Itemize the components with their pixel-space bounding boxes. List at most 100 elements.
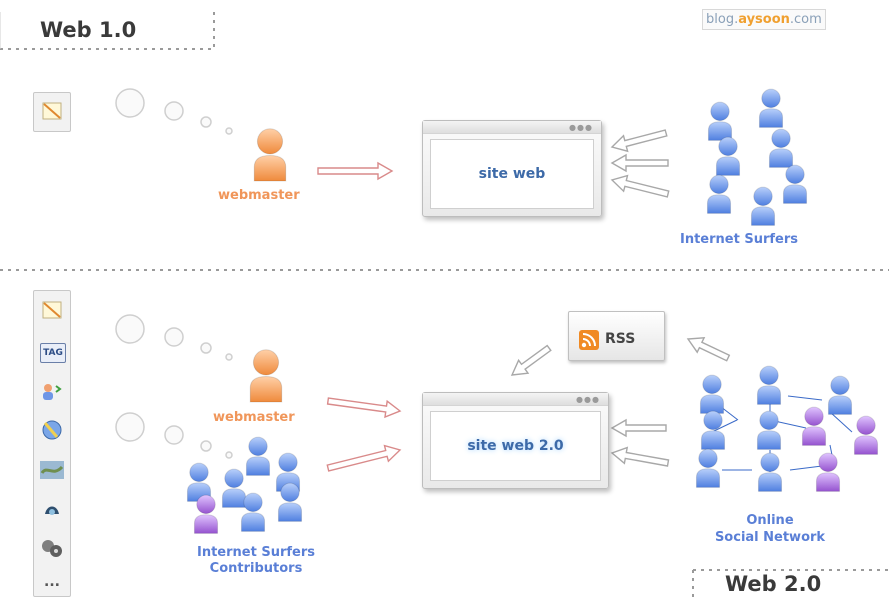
window-controls-icon: ●●● bbox=[576, 395, 600, 404]
web2-site-label: site web 2.0 bbox=[467, 438, 564, 454]
surfer-icon bbox=[768, 128, 794, 168]
map-tool-icon bbox=[38, 459, 66, 481]
network-member-icon bbox=[827, 375, 853, 415]
person-head bbox=[759, 410, 779, 431]
contributor-icon bbox=[240, 492, 266, 532]
contributor-icon bbox=[193, 494, 219, 534]
person-body bbox=[827, 395, 853, 415]
web1-site-label: site web bbox=[478, 166, 546, 182]
media-tool-icon bbox=[38, 537, 66, 559]
network-connection bbox=[789, 465, 823, 471]
person-body bbox=[757, 472, 783, 492]
network-member-icon bbox=[699, 374, 725, 414]
web2-webmaster-label: webmaster bbox=[213, 410, 295, 425]
thought-bubble bbox=[164, 425, 184, 445]
network-to-site2-arrow bbox=[610, 418, 667, 438]
person-head bbox=[698, 448, 718, 469]
network-label-line1: Online bbox=[746, 513, 794, 528]
person-body bbox=[756, 385, 782, 405]
contributors-label-line1: Internet Surfers bbox=[197, 545, 315, 560]
network-member-icon bbox=[756, 365, 782, 405]
contributors-label-line2: Contributors bbox=[209, 561, 303, 576]
person-body bbox=[253, 154, 287, 182]
person-body bbox=[245, 456, 271, 476]
person-head bbox=[196, 494, 216, 515]
person-head bbox=[718, 136, 738, 157]
web1-toolbar bbox=[33, 92, 71, 132]
rss-icon bbox=[579, 330, 599, 350]
watermark-brand: aysoon bbox=[738, 12, 790, 27]
person-body bbox=[277, 502, 303, 522]
web2-title: Web 2.0 bbox=[725, 572, 822, 596]
surfer-icon bbox=[715, 136, 741, 176]
web2-toolbar: TAG ... bbox=[33, 290, 71, 597]
network-member-icon bbox=[756, 410, 782, 450]
tag-tool-icon: TAG bbox=[40, 343, 66, 363]
window-titlebar: ●●● bbox=[423, 393, 608, 406]
person-body bbox=[815, 472, 841, 492]
person-head bbox=[856, 415, 876, 436]
person-body bbox=[750, 206, 776, 226]
person-body bbox=[240, 512, 266, 532]
network-member-icon bbox=[853, 415, 879, 455]
person-head bbox=[709, 174, 729, 195]
person-body bbox=[695, 468, 721, 488]
thought-bubble bbox=[225, 353, 233, 361]
surfer-icon bbox=[750, 186, 776, 226]
rss-to-site2-arrow bbox=[510, 344, 552, 376]
person-head bbox=[785, 164, 805, 185]
web1-site-window: ●●● site web bbox=[422, 120, 602, 217]
webmaster-to-site2-arrow bbox=[326, 397, 402, 419]
network-connection bbox=[829, 411, 853, 433]
contributor-icon bbox=[245, 436, 271, 476]
thought-bubble bbox=[115, 88, 145, 118]
person-head bbox=[753, 186, 773, 207]
webmaster-icon bbox=[253, 128, 287, 182]
web1-webmaster-label: webmaster bbox=[218, 188, 300, 203]
network-to-rss-arrow bbox=[686, 337, 731, 362]
note-tool-icon bbox=[38, 299, 66, 321]
webmaster-to-site-arrow bbox=[317, 161, 394, 181]
person-body bbox=[707, 121, 733, 141]
contributors-to-site2-arrow bbox=[326, 444, 402, 472]
more-tools-icon: ... bbox=[44, 574, 60, 590]
person-head bbox=[280, 482, 300, 503]
contributor-icon bbox=[221, 468, 247, 508]
watermark-suffix: .com bbox=[789, 12, 822, 27]
surfer-icon bbox=[706, 174, 732, 214]
thought-bubble bbox=[200, 116, 212, 128]
person-head bbox=[759, 365, 779, 386]
person-body bbox=[768, 148, 794, 168]
person-body bbox=[715, 156, 741, 176]
person-body bbox=[801, 426, 827, 446]
thought-bubble bbox=[164, 101, 184, 121]
person-body bbox=[756, 430, 782, 450]
person-body bbox=[193, 514, 219, 534]
surfer-to-site-arrow bbox=[610, 153, 669, 173]
network-member-icon bbox=[695, 448, 721, 488]
thought-bubble bbox=[200, 342, 212, 354]
window-controls-icon: ●●● bbox=[569, 123, 593, 132]
surfer-to-site-arrow bbox=[610, 129, 668, 153]
person-head bbox=[703, 410, 723, 431]
person-head bbox=[278, 452, 298, 473]
globe-tool-icon bbox=[38, 419, 66, 441]
person-head bbox=[252, 349, 280, 376]
network-label-line2: Social Network bbox=[714, 530, 826, 545]
person-body bbox=[758, 108, 784, 128]
thought-bubble bbox=[164, 327, 184, 347]
rss-label: RSS bbox=[605, 331, 636, 347]
surfer-to-site-arrow bbox=[610, 174, 670, 198]
thought-bubble bbox=[200, 440, 212, 452]
surfer-icon bbox=[758, 88, 784, 128]
person-head bbox=[702, 374, 722, 395]
network-member-icon bbox=[757, 452, 783, 492]
rss-feed-box: RSS bbox=[568, 311, 665, 361]
window-content: site web 2.0 bbox=[430, 411, 601, 481]
person-head bbox=[710, 101, 730, 122]
phone-tool-icon bbox=[38, 499, 66, 521]
network-member-icon bbox=[700, 410, 726, 450]
contributor-icon bbox=[277, 482, 303, 522]
